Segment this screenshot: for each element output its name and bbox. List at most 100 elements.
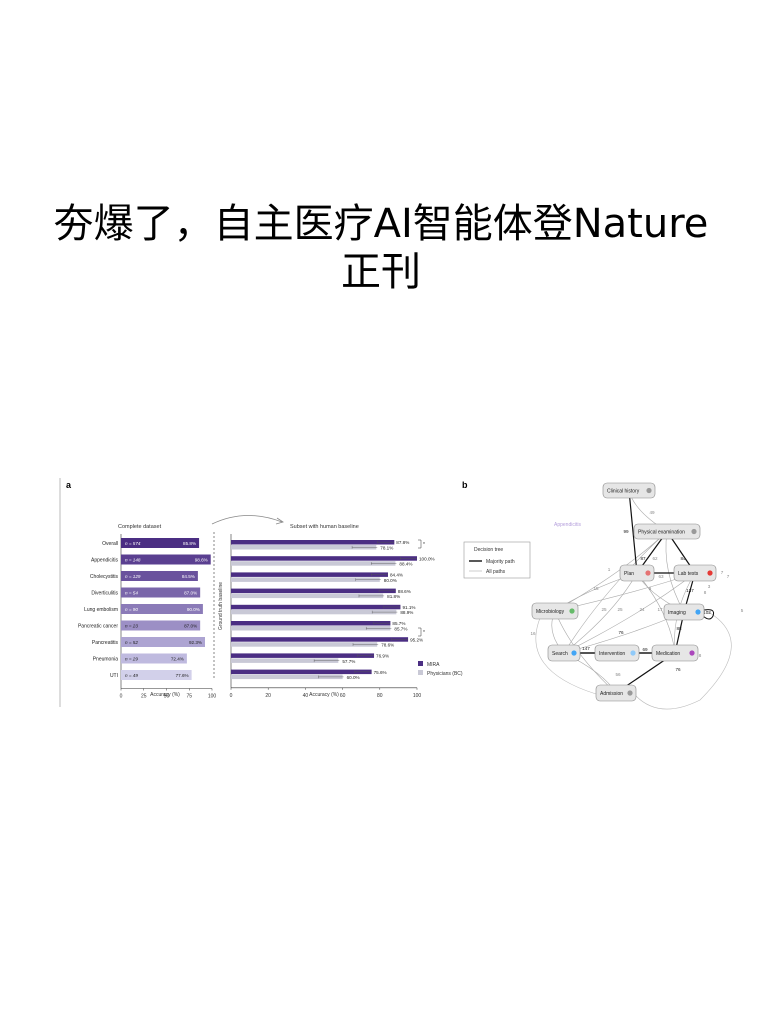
chart-b-bar-physicians-cholecystitis — [231, 577, 380, 582]
edge-label-16: 24 — [639, 607, 645, 612]
node-medication: Medication — [651, 644, 699, 662]
chart-b-bar-mira-appendicitis — [231, 556, 417, 561]
edge-label-18: 16 — [530, 631, 536, 636]
chart-b-bar-mira-diverticulitis — [231, 588, 396, 594]
edge-label-27: 3 — [708, 584, 711, 589]
chart-b-value-mira-cholecystitis: 84.4% — [390, 573, 403, 578]
edge-label-26: 1 — [608, 567, 611, 572]
chart-a-category-appendicitis: Appendicitis — [91, 558, 118, 564]
imaging-icon — [695, 609, 701, 615]
chart-b-value-mira-pancreatitis: 95.2% — [410, 637, 423, 642]
chart-a-bar-pneumonia — [121, 653, 187, 664]
chart-a-value-label-lung-embolism: 90.0% — [187, 607, 200, 612]
node-physical: Physical examination — [633, 523, 701, 540]
node-label-intervention: Intervention — [599, 651, 625, 657]
edge-label-1: 99 — [623, 529, 629, 534]
edge-majority-imaging-loop — [702, 609, 715, 620]
clinical-icon — [646, 487, 652, 494]
significance-star-overall: * — [423, 542, 425, 548]
lab-icon — [707, 570, 713, 576]
chart-b-value-mira-appendicitis: 100.0% — [419, 556, 435, 561]
chart-b-bar-physicians-uti — [231, 674, 343, 680]
chart-b-tick-label-60: 60 — [340, 693, 346, 699]
micro-icon — [569, 608, 575, 614]
chart-b-bar-mira-pancreatic-cancer — [231, 621, 391, 626]
chart-b-bar-mira-pneumonia — [231, 653, 375, 658]
chart-a-title: Complete dataset — [118, 524, 162, 530]
chart-a-n-label-cholecystitis: n = 129 — [125, 574, 141, 579]
chart-a-bar-uti — [121, 670, 192, 680]
legend-physicians-label: Physicians (BC) — [427, 671, 463, 677]
chart-b-value-mira-diverticulitis: 88.6% — [398, 589, 411, 594]
chart-a-tick-label-0: 0 — [120, 694, 123, 700]
chart-b-tick-label-40: 40 — [303, 693, 309, 699]
chart-b-tick-label-100: 100 — [413, 693, 422, 699]
chart-a-n-label-pancreatic-cancer: n = 23 — [125, 624, 138, 629]
chart-b-title: Subset with human baseline — [290, 524, 359, 530]
edge-label-22: 8 — [704, 590, 707, 595]
legend-mira-label: MIRA — [427, 662, 440, 668]
edge-label-20: 9 — [649, 586, 652, 591]
edge-label-4: 84 — [680, 556, 686, 561]
chart-a-n-label-uti: n = 49 — [125, 673, 138, 678]
page-title: 夯爆了，自主医疗AI智能体登Nature 正刊 — [0, 200, 762, 296]
chart-b-value-mira-pneumonia: 76.9% — [376, 654, 389, 659]
node-box-micro — [531, 602, 579, 620]
chart-a-category-uti: UTI — [110, 673, 118, 679]
legend-all-label: All paths — [486, 569, 506, 575]
edge-label-19: 15 — [593, 586, 599, 591]
decision-tree-diagram: Appendicitis Decision tree Majority path… — [463, 482, 744, 710]
significance-star-pancreatitis: * — [423, 630, 425, 636]
node-plan: Plan — [619, 564, 655, 582]
node-label-imaging: Imaging — [668, 610, 686, 616]
significance-markers: * * — [418, 539, 425, 637]
chart-human-baseline: Subset with human baseline Accuracy (%) … — [218, 524, 463, 699]
chart-b-bar-physicians-lung-embolism — [231, 609, 397, 615]
chart-a-n-label-pneumonia: n = 29 — [125, 657, 138, 662]
chart-b-ylabel: Ground truth baseline — [218, 582, 224, 630]
edge-label-25: 5 — [741, 608, 744, 613]
chart-a-tick-label-75: 75 — [186, 694, 192, 700]
admission-icon — [627, 690, 633, 696]
chart-b-bar-physicians-diverticulitis — [231, 593, 384, 599]
node-imaging: Imaging — [663, 603, 705, 621]
chart-a-tick-label-25: 25 — [141, 694, 147, 700]
node-box-medication — [651, 644, 699, 662]
node-search: Search — [547, 644, 581, 662]
plan-icon — [645, 570, 651, 576]
node-intervention: Intervention — [594, 644, 640, 662]
node-label-search: Search — [552, 651, 568, 657]
node-label-medication: Medication — [656, 651, 680, 657]
legend-physicians: Physicians (BC) — [418, 670, 463, 677]
subset-arrow-head — [275, 517, 284, 525]
chart-b-bar-mira-overall — [231, 540, 395, 545]
edge-label-6: 137 — [686, 588, 694, 593]
chart-b-bar-physicians-overall — [231, 545, 377, 550]
chart-b-bar-mira-lung-embolism — [231, 604, 401, 610]
significance-bracket-pancreatitis — [418, 627, 422, 637]
chart-b-value-mira-pancreatic-cancer: 85.7% — [392, 621, 405, 626]
chart-b-tick-label-80: 80 — [377, 693, 383, 699]
diagram-title: Appendicitis — [554, 522, 581, 528]
node-label-admission: Admission — [600, 691, 623, 697]
chart-a-bar-cholecystitis — [121, 571, 198, 581]
chart-a-category-pancreatitis: Pancreatitis — [92, 640, 119, 646]
node-box-imaging — [663, 603, 705, 621]
subset-arrow — [211, 515, 283, 525]
edge-label-0: 49 — [649, 510, 655, 515]
chart-a-n-label-diverticulitis: n = 54 — [125, 591, 138, 596]
chart-a-value-label-pneumonia: 72.4% — [171, 657, 184, 662]
panel-b-letter: b — [462, 480, 468, 490]
node-box-search — [547, 644, 581, 662]
node-label-plan: Plan — [624, 571, 634, 577]
node-box-intervention — [594, 644, 640, 662]
node-micro: Microbiology — [531, 602, 579, 620]
chart-a-category-pancreatic-cancer: Pancreatic cancer — [78, 624, 118, 630]
node-lab: Lab tests — [673, 564, 717, 582]
node-label-lab: Lab tests — [678, 571, 699, 577]
chart-b-value-physicians-pancreatic-cancer: 85.7% — [394, 626, 407, 631]
legend-majority-label: Majority path — [486, 559, 515, 565]
